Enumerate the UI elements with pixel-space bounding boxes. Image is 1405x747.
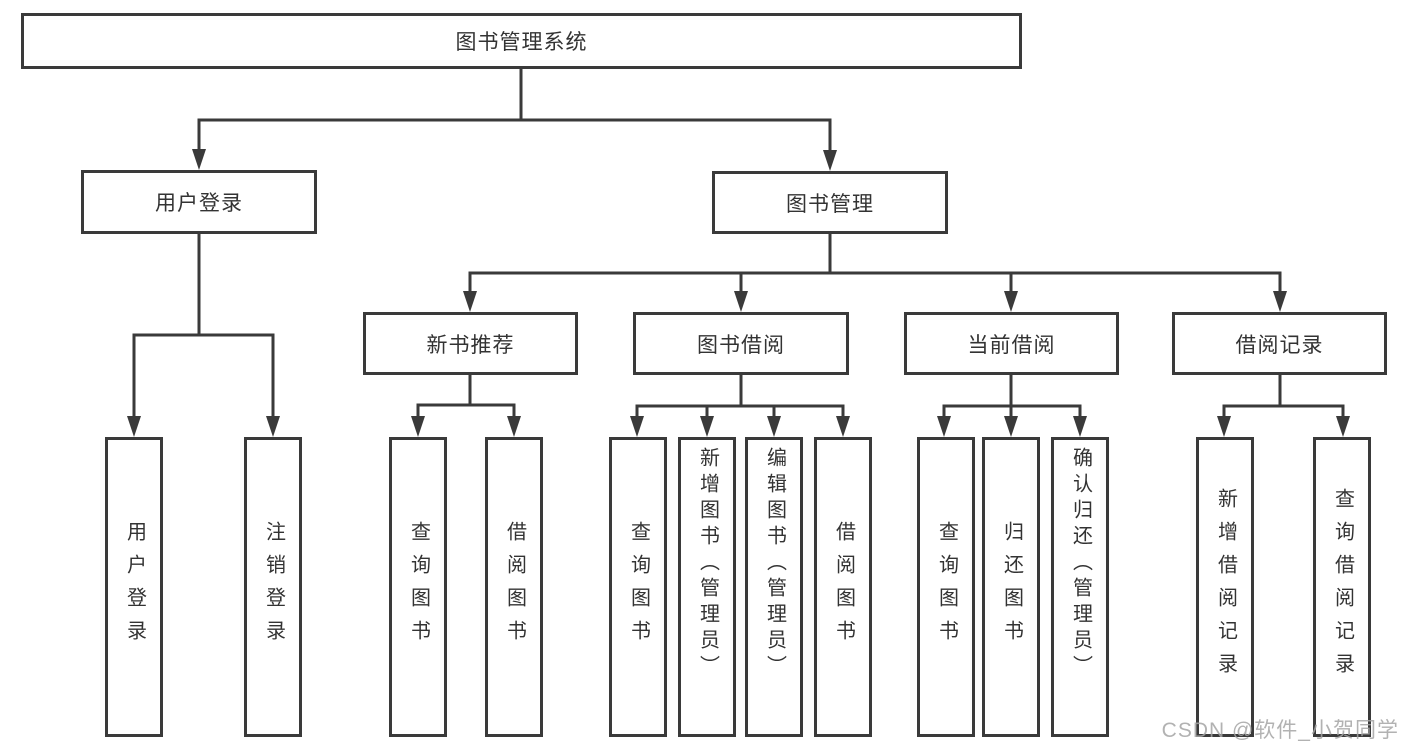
leaf-confirm-return-admin-label: 确认归还（管理员） [1069,447,1092,681]
leaf-query-borrow-record-label: 查询借阅记录 [1331,488,1354,686]
leaf-edit-book-admin-label: 编辑图书（管理员） [763,447,786,681]
arrowhead-icons [127,149,1350,437]
node-borrowing-records: 借阅记录 [1172,312,1387,375]
node-new-book-recommend: 新书推荐 [363,312,578,375]
node-user-login: 用户登录 [81,170,317,234]
leaf-query-book-newrec-label: 查询图书 [407,521,430,653]
connector-current-borrow-branch [942,375,1082,419]
leaf-add-borrow-record: 新增借阅记录 [1196,437,1254,737]
leaf-query-borrow-record: 查询借阅记录 [1313,437,1371,737]
leaf-user-login: 用户登录 [105,437,163,737]
leaf-edit-book-admin: 编辑图书（管理员） [745,437,803,737]
node-current-borrowing: 当前借阅 [904,312,1119,375]
node-book-borrowing-label: 图书借阅 [697,333,785,357]
node-new-book-recommend-label: 新书推荐 [426,333,515,357]
connector-root-to-level2 [197,68,832,153]
leaf-add-book-admin-label: 新增图书（管理员） [696,447,719,681]
leaf-logout: 注销登录 [244,437,302,737]
connector-book-management-branch [468,234,1282,294]
connector-user-login-branch [132,234,275,419]
node-book-management: 图书管理 [712,171,948,234]
node-user-login-label: 用户登录 [155,192,243,215]
node-book-management-label: 图书管理 [786,192,874,216]
leaf-query-book-current: 查询图书 [917,437,975,737]
node-root: 图书管理系统 [21,13,1022,69]
leaf-query-book-current-label: 查询图书 [935,521,958,653]
connector-borrow-records-branch [1222,375,1345,419]
leaf-return-book: 归还图书 [982,437,1040,737]
leaf-borrow-book-newrec: 借阅图书 [485,437,543,737]
node-current-borrowing-label: 当前借阅 [967,333,1056,357]
leaf-query-book-borrow-label: 查询图书 [627,521,650,653]
connector-new-book-branch [416,375,516,419]
leaf-borrow-book-borrow-label: 借阅图书 [832,521,855,653]
leaf-add-borrow-record-label: 新增借阅记录 [1214,488,1237,686]
node-borrowing-records-label: 借阅记录 [1235,333,1324,357]
leaf-confirm-return-admin: 确认归还（管理员） [1051,437,1109,737]
connector-book-borrow-branch [635,375,845,419]
leaf-user-login-label: 用户登录 [123,521,146,653]
leaf-return-book-label: 归还图书 [1000,521,1023,653]
leaf-query-book-newrec: 查询图书 [389,437,447,737]
node-root-label: 图书管理系统 [455,31,588,54]
watermark: CSDN @软件_小贺同学 [1161,719,1399,742]
leaf-borrow-book-borrow: 借阅图书 [814,437,872,737]
leaf-add-book-admin: 新增图书（管理员） [678,437,736,737]
leaf-logout-label: 注销登录 [262,521,285,653]
leaf-borrow-book-newrec-label: 借阅图书 [503,521,526,653]
leaf-query-book-borrow: 查询图书 [609,437,667,737]
node-book-borrowing: 图书借阅 [633,312,849,375]
